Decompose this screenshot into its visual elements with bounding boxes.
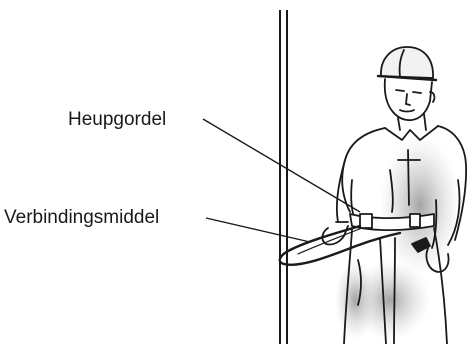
head — [385, 79, 435, 120]
utility-pole — [280, 10, 287, 344]
label-hip-belt: Heupgordel — [68, 110, 166, 129]
leader-line-hip-belt — [203, 119, 360, 212]
leader-line-lanyard — [206, 218, 310, 242]
label-lanyard: Verbindingsmiddel — [4, 208, 159, 227]
leader-lines — [203, 119, 360, 242]
worker-figure — [280, 47, 466, 344]
hard-hat — [378, 47, 436, 80]
